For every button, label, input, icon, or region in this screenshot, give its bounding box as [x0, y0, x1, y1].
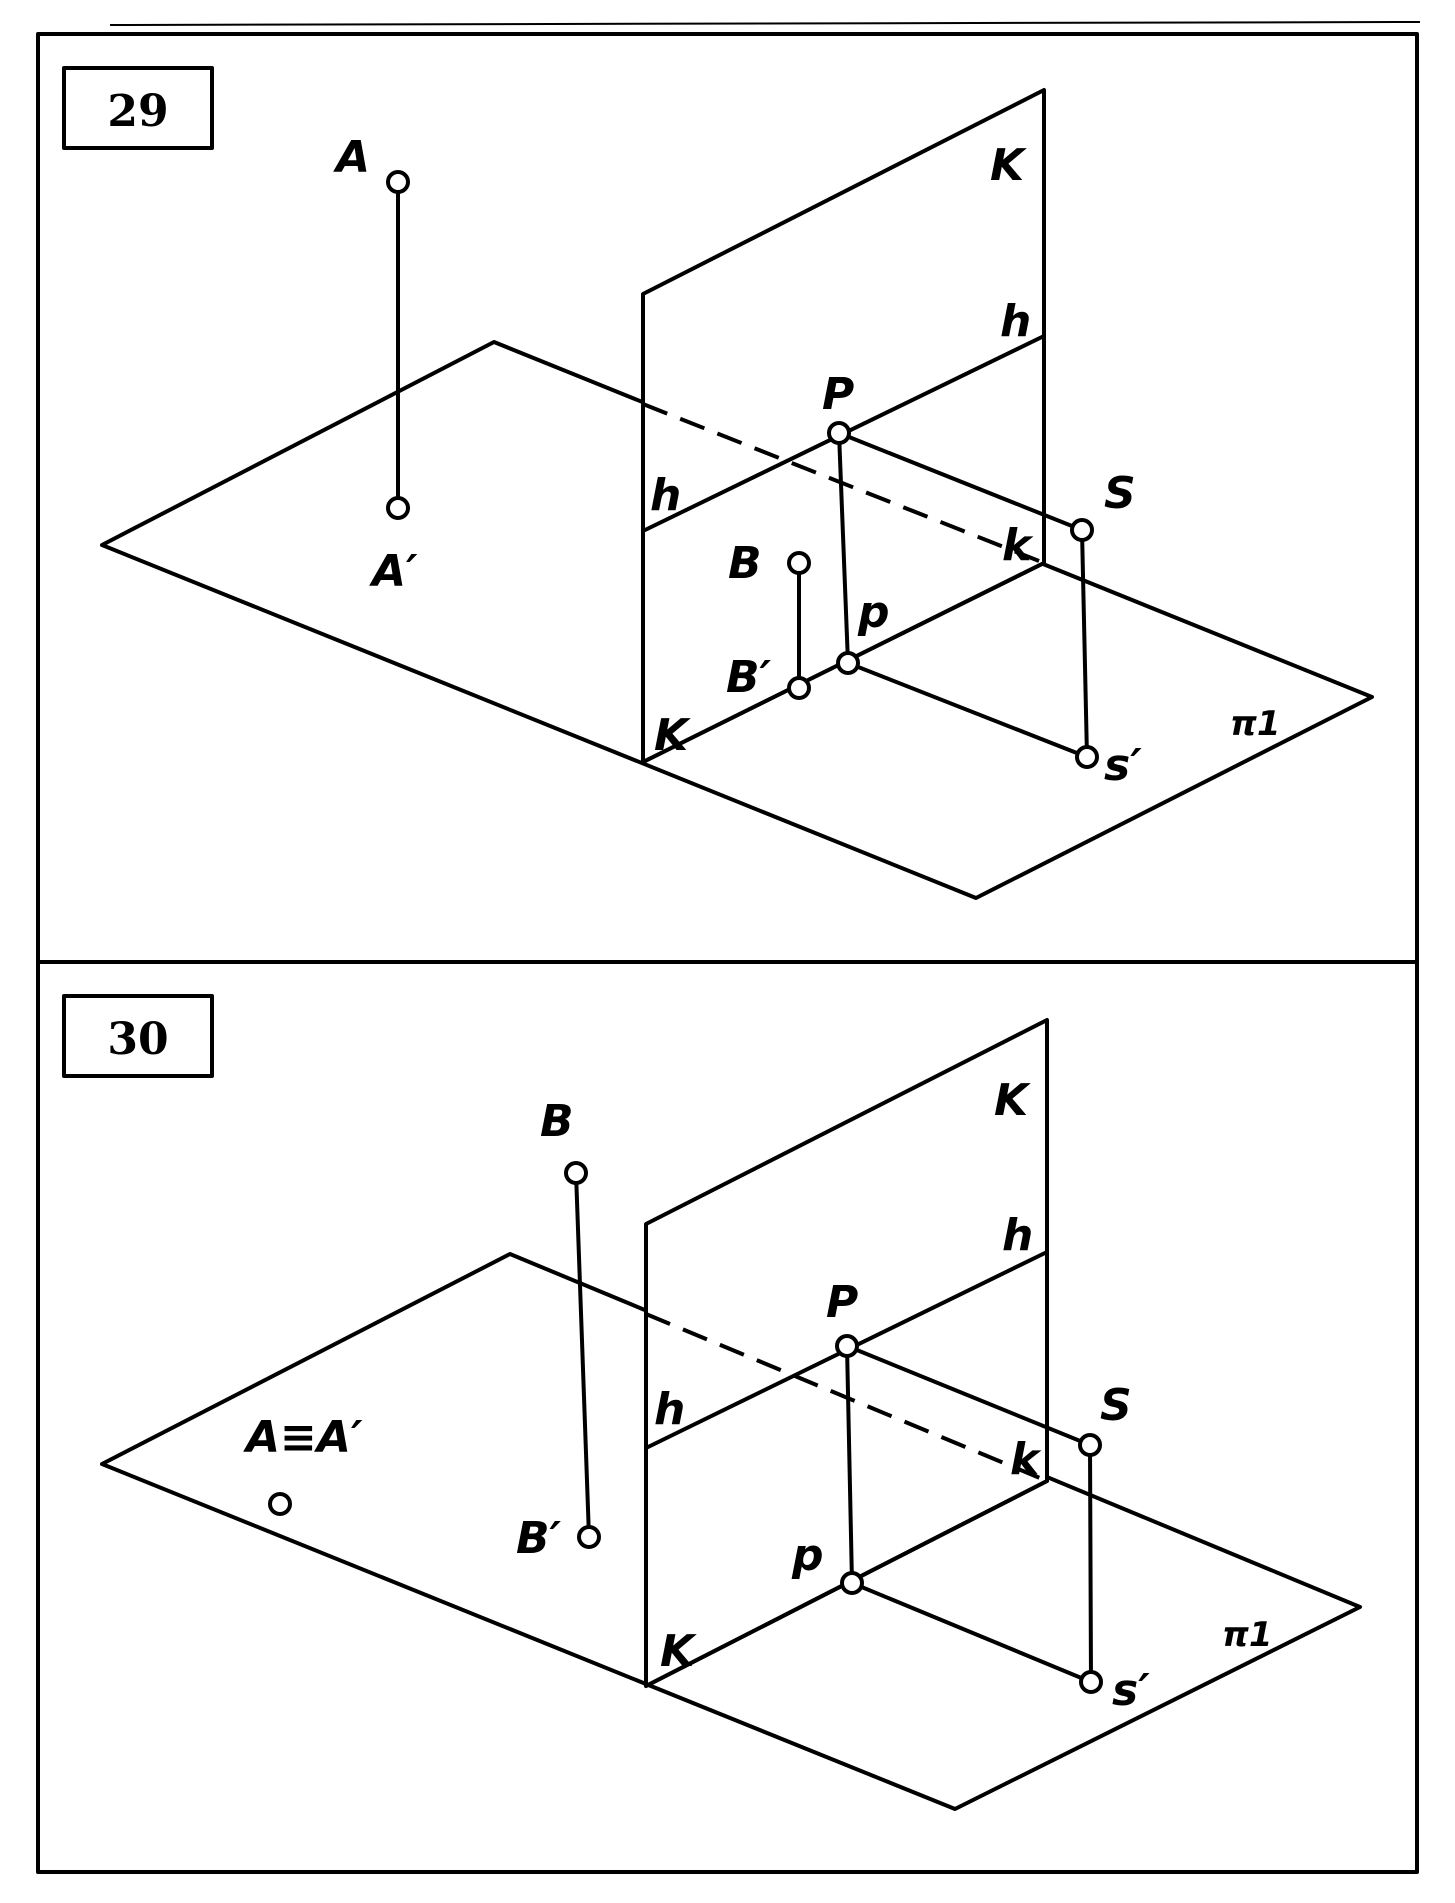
point-s: [1078, 1433, 1102, 1457]
point-b: [787, 551, 811, 575]
point-s-prime: [1075, 745, 1099, 769]
label-s: S: [1104, 468, 1136, 519]
top-rule: [109, 21, 1421, 26]
label-p-small: p: [791, 1530, 824, 1581]
label-b-prime: B′: [516, 1513, 562, 1564]
label-k-bottom: K: [660, 1626, 697, 1677]
figure-number: 30: [107, 1014, 168, 1065]
label-p: P: [826, 1277, 858, 1328]
projector-s: [1088, 1443, 1093, 1684]
figure-number-box: [62, 66, 214, 150]
point-b-prime: [577, 1525, 601, 1549]
projector-p: [845, 1344, 854, 1585]
point-p: [835, 1334, 859, 1358]
label-k-small: k: [1010, 1434, 1042, 1485]
label-h-right: h: [1000, 296, 1031, 347]
label-p-small: p: [857, 587, 890, 638]
label-h-left: h: [650, 470, 681, 521]
label-p: P: [822, 369, 854, 420]
point-s: [1070, 518, 1094, 542]
label-h-right: h: [1002, 1210, 1033, 1261]
line-ps-projection: [846, 661, 1089, 759]
point-p-small: [840, 1571, 864, 1595]
label-b-prime: B′: [726, 652, 772, 703]
label-h-left: h: [654, 1384, 685, 1435]
figure-30: 30 A≡A′ B B′ P p S s′: [62, 994, 1362, 1811]
projector-p: [837, 431, 850, 665]
projector-s: [1080, 528, 1089, 759]
point-b: [564, 1161, 588, 1185]
point-s-prime: [1079, 1670, 1103, 1694]
horizontal-plane: [100, 1252, 1362, 1811]
point-a-coincident: [268, 1492, 292, 1516]
label-plane: π1: [1222, 1615, 1273, 1655]
line-ps: [837, 431, 1084, 532]
label-s-prime: s′: [1112, 1665, 1150, 1716]
label-k-bottom: K: [654, 710, 691, 761]
label-s: S: [1100, 1380, 1132, 1431]
label-a: A: [333, 132, 370, 183]
outer-frame: [36, 32, 1419, 1874]
label-s-prime: s′: [1104, 740, 1142, 791]
hidden-plane-edge: [642, 402, 1045, 565]
figure-29: 29 A A′ B B′ P: [62, 66, 1374, 900]
point-p: [827, 421, 851, 445]
point-p-small: [836, 651, 860, 675]
point-a-prime: [386, 496, 410, 520]
horizontal-plane: [100, 340, 1374, 900]
label-k-top: K: [990, 140, 1027, 191]
figure-number-box: [62, 994, 214, 1078]
label-k-top: K: [994, 1075, 1031, 1126]
label-a-eq-a-prime: A≡A′: [243, 1412, 363, 1463]
projector-b: [574, 1171, 591, 1539]
line-ps: [845, 1344, 1092, 1447]
label-plane: π1: [1230, 704, 1281, 744]
label-k-small: k: [1002, 520, 1034, 571]
point-a: [386, 170, 410, 194]
label-b: B: [728, 538, 762, 589]
label-a-prime: A′: [369, 546, 418, 597]
figure-number: 29: [107, 86, 168, 137]
point-b-prime: [787, 676, 811, 700]
line-ps-projection: [850, 1581, 1093, 1684]
label-b: B: [540, 1096, 574, 1147]
